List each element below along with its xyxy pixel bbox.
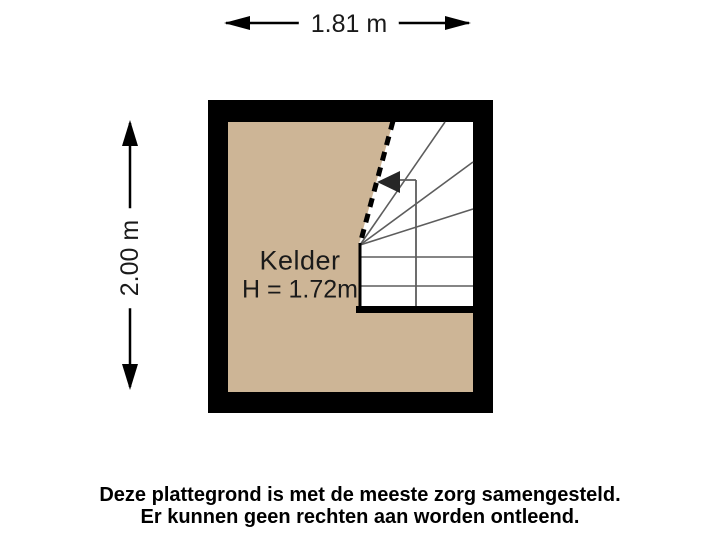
- ceiling-height-label: H = 1.72m: [241, 275, 359, 304]
- disclaimer-line-2: Er kunnen geen rechten aan worden ontlee…: [140, 506, 580, 528]
- stair-bottom-edge: [356, 306, 473, 313]
- winder-tread-line: [359, 121, 446, 246]
- width-dimension-arrowhead-left: [224, 16, 250, 30]
- disclaimer-line-1: Deze plattegrond is met de meeste zorg s…: [99, 484, 621, 506]
- headroom-dashed-line: [357, 120, 396, 245]
- width-dimension-label: 1.81 m: [298, 9, 400, 39]
- room-name-label: Kelder: [259, 245, 341, 276]
- height-dimension-label: 2.00 m: [115, 207, 145, 309]
- height-dimension-arrowhead-top: [122, 120, 138, 146]
- stair-direction-arrow-icon: [377, 171, 400, 193]
- height-dimension-arrowhead-bottom: [122, 364, 138, 390]
- disclaimer: Deze plattegrond is met de meeste zorg s…: [0, 484, 720, 528]
- width-dimension-arrowhead-right: [445, 16, 471, 30]
